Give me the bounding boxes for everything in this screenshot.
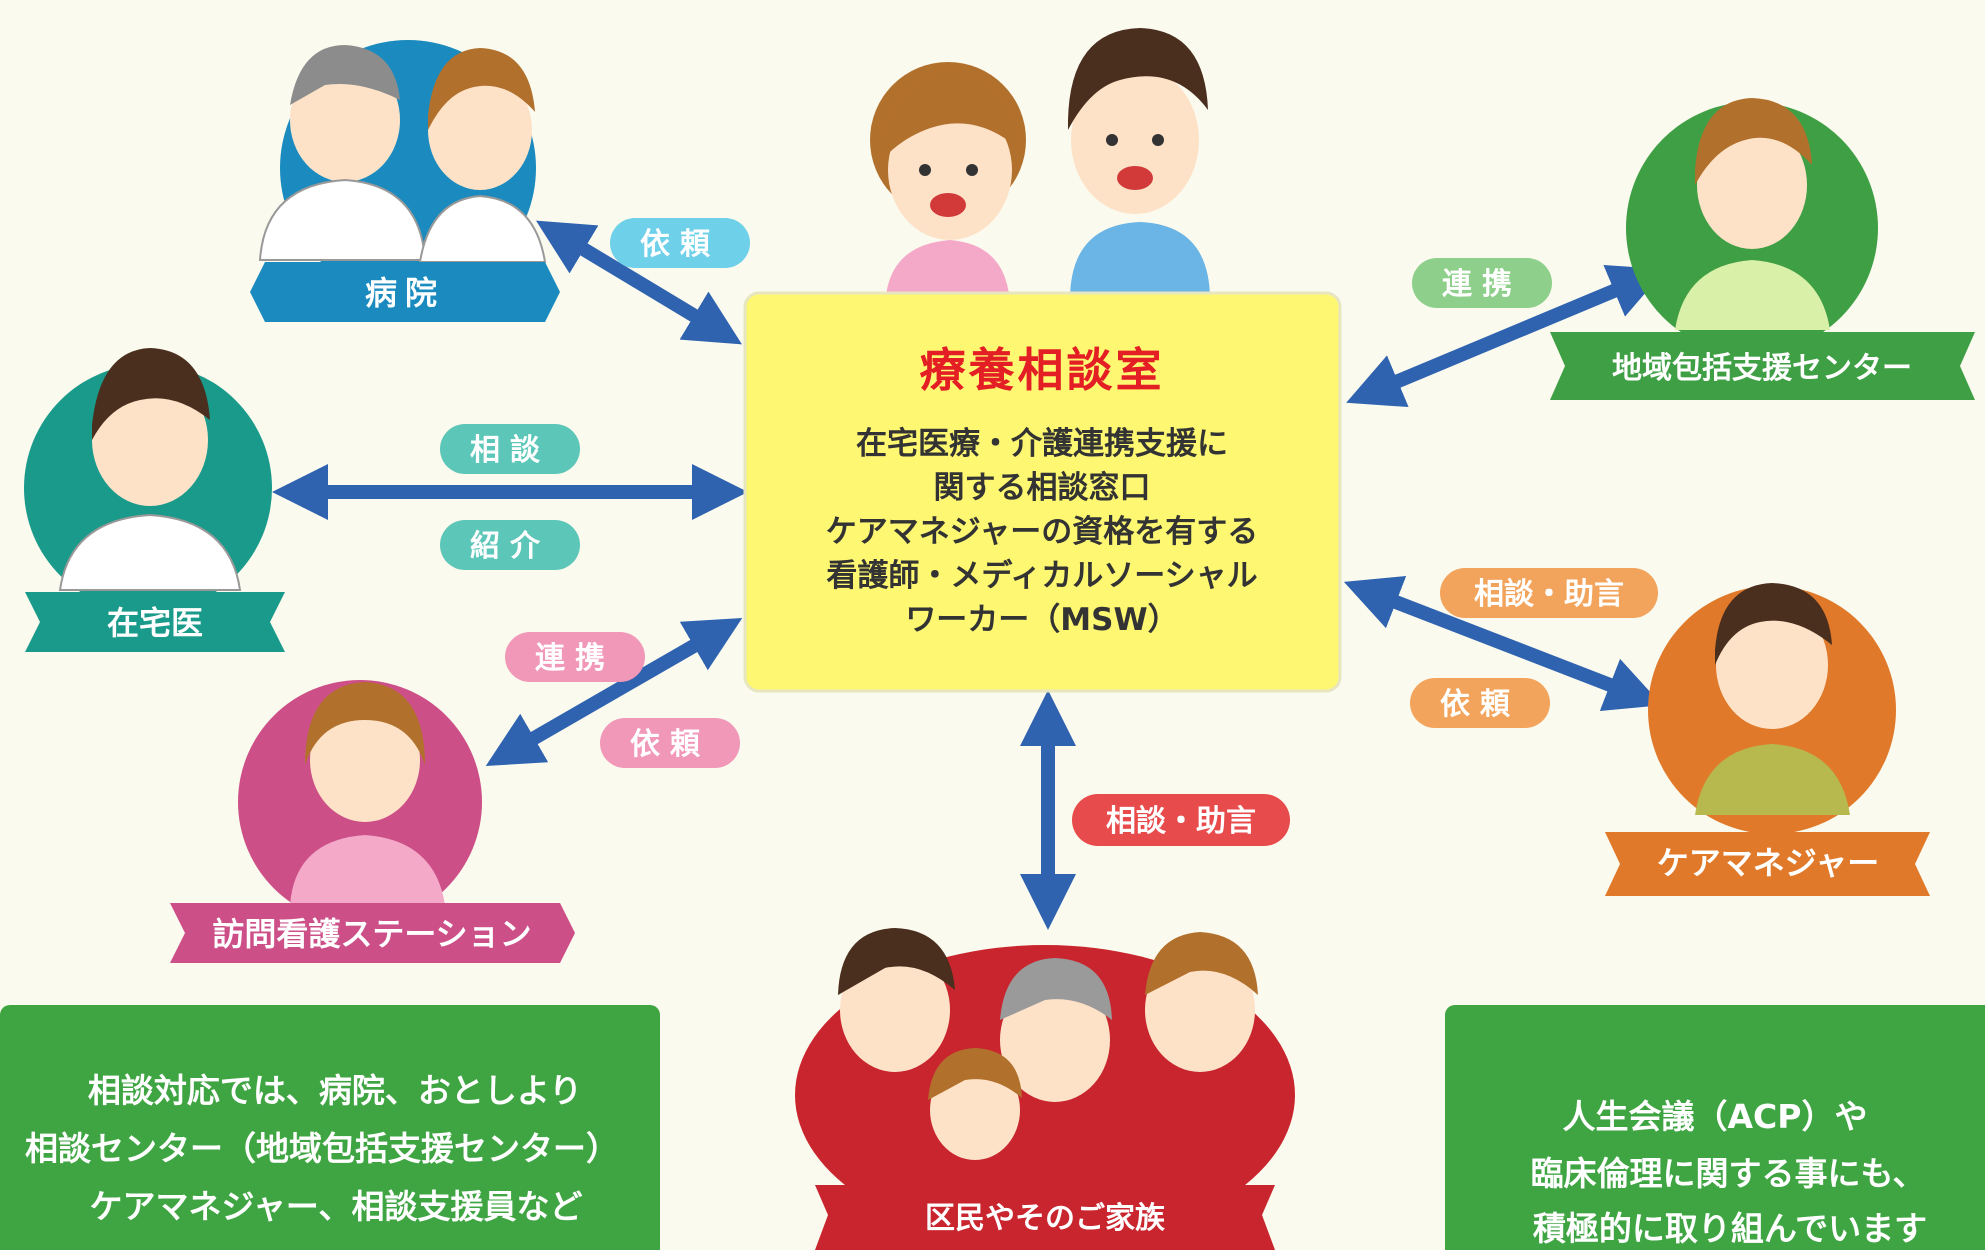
nurse-face-icon <box>428 70 532 190</box>
pill-care-manager-top: 相談・助言 <box>1440 568 1658 618</box>
center-line-1: 在宅医療・介護連携支援に <box>856 426 1228 462</box>
visiting-nurse-face-icon <box>310 698 420 822</box>
pill-visiting-nurse-top: 連携 <box>505 632 645 682</box>
pill-residents: 相談・助言 <box>1072 794 1290 846</box>
edge-labels: 依頼 相談 紹介 連携 依頼 連携 相談・助言 依頼 <box>440 218 1658 846</box>
node-residents: 区民やそのご家族 <box>795 928 1295 1250</box>
resident-father-face-icon <box>840 948 950 1072</box>
node-hospital: 病院 <box>250 40 560 322</box>
pill-visiting-nurse-bottom: 依頼 <box>600 718 740 768</box>
community-staff-face-icon <box>1697 121 1807 249</box>
edge-label-home-doctor-bottom: 紹介 <box>470 529 550 564</box>
center-line-2: 関する相談窓口 <box>934 470 1151 506</box>
edge-label-community-center: 連携 <box>1442 267 1522 302</box>
node-care-manager-label: ケアマネジャー <box>1657 844 1879 882</box>
pill-community-center: 連携 <box>1412 258 1552 308</box>
resident-grandpa-face-icon <box>1000 978 1110 1102</box>
edge-label-care-manager-bottom: 依頼 <box>1440 687 1520 722</box>
edge-label-residents: 相談・助言 <box>1106 804 1256 839</box>
pill-hospital: 依頼 <box>610 218 750 268</box>
node-residents-label: 区民やそのご家族 <box>925 1201 1166 1236</box>
node-community-center-label: 地域包括支援センター <box>1612 351 1912 386</box>
node-home-doctor-label: 在宅医 <box>107 604 203 642</box>
center-line-4: 看護師・メディカルソーシャル <box>826 558 1257 594</box>
center-box: 療養相談室 在宅医療・介護連携支援に 関する相談窓口 ケアマネジャーの資格を有す… <box>743 291 1342 693</box>
care-manager-face-icon <box>1716 601 1828 729</box>
node-home-doctor: 在宅医 <box>24 348 285 652</box>
note-right-line-2: 臨床倫理に関する事にも、 <box>1530 1154 1925 1193</box>
note-left-line-3: ケアマネジャー、相談支援員など <box>89 1187 582 1226</box>
node-hospital-label: 病院 <box>365 274 445 312</box>
note-left-line-1: 相談対応では、病院、おとしより <box>88 1071 582 1110</box>
note-left: 相談対応では、病院、おとしより 相談センター（地域包括支援センター） ケアマネジ… <box>0 1005 660 1250</box>
pill-care-manager-bottom: 依頼 <box>1410 678 1550 728</box>
edge-label-care-manager-top: 相談・助言 <box>1474 577 1624 612</box>
arrow-hospital <box>536 220 742 345</box>
arrow-visiting-nurse <box>485 618 743 766</box>
note-right: 人生会議（ACP）や 臨床倫理に関する事にも、 積極的に取り組んでいます <box>1445 1005 1985 1250</box>
edge-label-visiting-nurse-top: 連携 <box>535 641 615 676</box>
note-left-line-2: 相談センター（地域包括支援センター） <box>25 1129 619 1168</box>
pill-home-doctor-top: 相談 <box>440 424 580 474</box>
arrow-community-center <box>1346 264 1666 408</box>
center-line-5: ワーカー（MSW） <box>905 602 1178 638</box>
node-visiting-nurse-label: 訪問看護ステーション <box>212 915 531 953</box>
node-visiting-nurse: 訪問看護ステーション <box>170 680 575 963</box>
edge-label-visiting-nurse-bottom: 依頼 <box>630 727 710 762</box>
note-right-line-1: 人生会議（ACP）や <box>1563 1097 1868 1136</box>
edge-label-home-doctor-top: 相談 <box>470 433 550 468</box>
arrows <box>272 220 1666 930</box>
center-title: 療養相談室 <box>920 343 1165 397</box>
pill-home-doctor-bottom: 紹介 <box>440 520 580 570</box>
arrow-care-manager <box>1343 575 1663 712</box>
note-right-line-3: 積極的に取り組んでいます <box>1533 1209 1927 1248</box>
node-community-center: 地域包括支援センター <box>1550 98 1975 400</box>
center-line-3: ケアマネジャーの資格を有する <box>826 514 1258 550</box>
edge-label-hospital: 依頼 <box>640 227 720 262</box>
node-care-manager: ケアマネジャー <box>1605 583 1930 896</box>
center-staff-illustration <box>870 28 1210 310</box>
